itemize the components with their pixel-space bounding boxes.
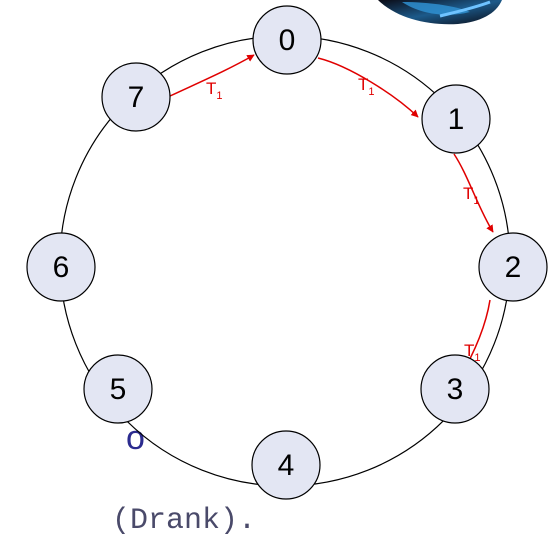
- arrow-label-2-to-3: T1: [464, 341, 481, 364]
- node-label: 5: [110, 373, 127, 406]
- node-label: 7: [128, 81, 145, 114]
- ring-node-5: 5: [83, 354, 153, 424]
- ring-node-3: 3: [420, 354, 490, 424]
- node-label: 3: [447, 373, 464, 406]
- arrow-label-1-to-2: T1: [463, 184, 480, 207]
- ring-node-7: 7: [101, 62, 171, 132]
- ring-node-0: 0: [252, 5, 322, 75]
- node-circle: [421, 84, 491, 154]
- arrow-0-to-1: [317, 57, 419, 118]
- node-circle: [478, 232, 548, 302]
- node-circle: [83, 354, 153, 424]
- node-circle: [101, 62, 171, 132]
- slide-code-fragment: (Drank).: [112, 504, 257, 538]
- node-circle: [420, 354, 490, 424]
- node-circle: [252, 5, 322, 75]
- ring-node-1: 1: [421, 84, 491, 154]
- nodes-layer: 0 1 2 3 4 5 6 7: [26, 5, 548, 500]
- arrow-1-to-2: [453, 153, 494, 233]
- node-label: 2: [505, 251, 522, 284]
- slide-text-fragment: o: [126, 419, 145, 457]
- arrow-label-0-to-1: T1: [358, 75, 375, 98]
- node-label: 0: [279, 24, 296, 57]
- arrow-label-7-to-0: T1: [206, 79, 223, 102]
- node-label: 4: [278, 449, 295, 482]
- arrow-7-to-0: [169, 54, 255, 97]
- node-circle: [26, 232, 96, 302]
- corner-logo: [378, 0, 502, 25]
- ring-node-6: 6: [26, 232, 96, 302]
- node-circle: [251, 430, 321, 500]
- ring-node-4: 4: [251, 430, 321, 500]
- ring-node-2: 2: [478, 232, 548, 302]
- node-label: 6: [53, 251, 70, 284]
- node-label: 1: [448, 103, 465, 136]
